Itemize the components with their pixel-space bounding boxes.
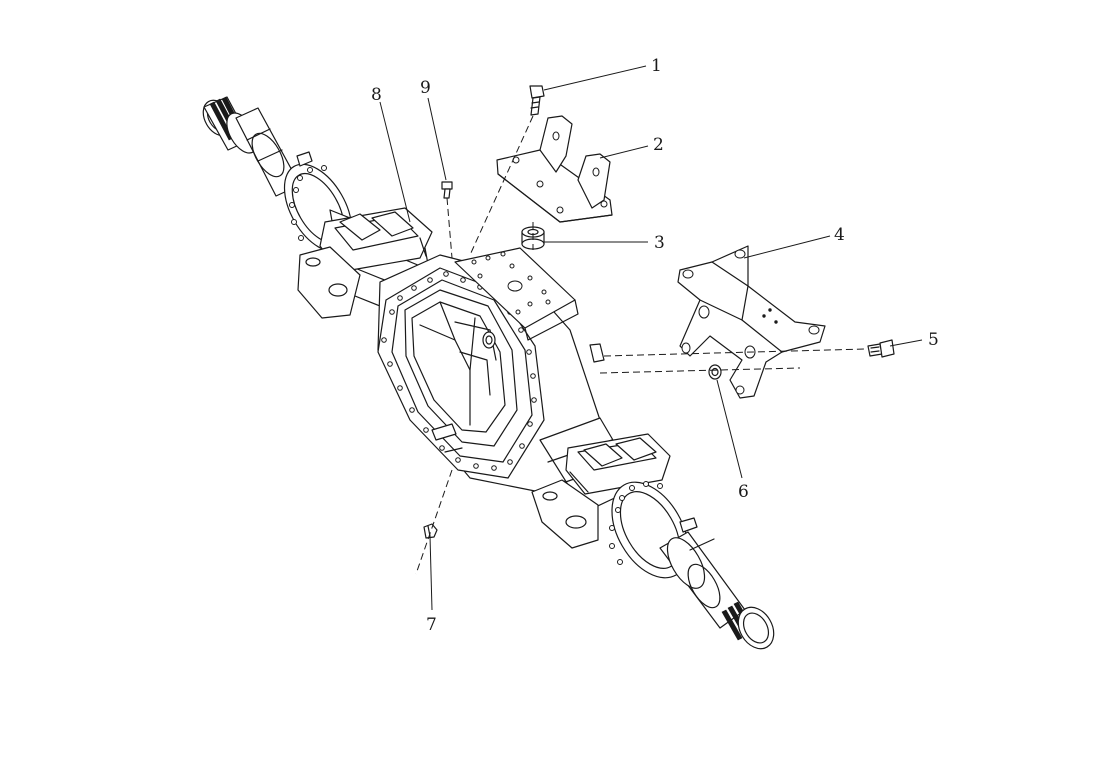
callout-5: 5 [928, 330, 939, 350]
bottom-nut [423, 523, 438, 539]
callout-8: 8 [371, 85, 382, 105]
upper-bracket [496, 115, 613, 223]
left-spindle [202, 96, 353, 253]
callout-4: 4 [834, 225, 845, 245]
side-bracket [677, 245, 826, 399]
callout-labels: 1 2 3 4 5 6 7 8 9 [371, 56, 939, 635]
right-spring-seat [565, 433, 671, 495]
leader-lines [379, 65, 923, 611]
callout-9: 9 [420, 78, 431, 98]
callout-2: 2 [653, 135, 664, 155]
right-spindle [609, 481, 775, 650]
spacer [708, 364, 722, 380]
callout-1: 1 [651, 56, 662, 76]
assembly-lines [415, 115, 867, 575]
top-bolt [529, 85, 545, 116]
axle-housing [377, 247, 605, 493]
callout-7: 7 [426, 615, 437, 635]
small-bolt-left [441, 181, 453, 199]
callout-6: 6 [738, 482, 749, 502]
housing-bolt-holes [381, 271, 537, 471]
left-spring-seat [297, 207, 433, 319]
callout-3: 3 [654, 233, 665, 253]
side-bolt [867, 339, 895, 358]
